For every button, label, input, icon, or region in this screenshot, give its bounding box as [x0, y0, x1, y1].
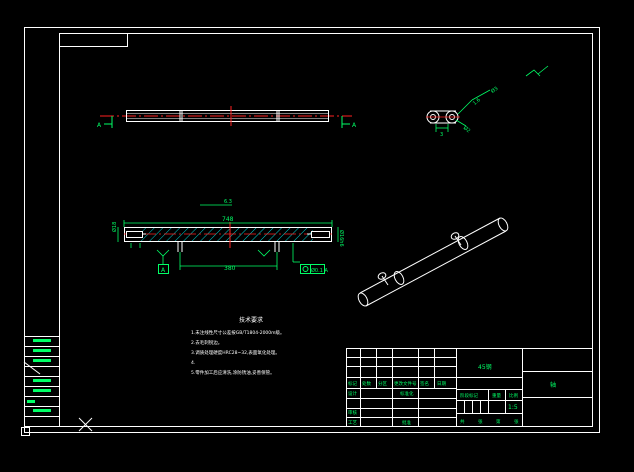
- tolerance-frame: [300, 264, 325, 274]
- title-block-text: 45钢 轴 1:5 标记 处数 分区 更改文件号 签名 日期 设计 审核 工艺 …: [348, 363, 556, 426]
- shaft-outline-front: [126, 110, 329, 122]
- sheet-cell-3: 张: [514, 418, 519, 425]
- left-margin-strip: [23, 336, 60, 427]
- detail-note-2: Ø2: [462, 124, 472, 134]
- std-cell: 标准化: [400, 390, 414, 397]
- header-cell-2: 分区: [378, 380, 387, 387]
- section-cut-label-right: A: [352, 122, 357, 129]
- shaft-outline-section: [124, 227, 332, 242]
- tech-requirement-line-4: 4.: [191, 360, 195, 366]
- tech-requirements: 技术要求 1.未注线性尺寸公差按GB/T1804-2000m级。 2.去毛刺锐边…: [191, 316, 285, 376]
- header-cell-1: 处数: [362, 380, 371, 387]
- dim-left-diameter: Ø18: [111, 222, 118, 232]
- outer-border: [24, 27, 600, 433]
- role-cell-0: 设计: [348, 390, 357, 397]
- shaft-section-hatch: [140, 228, 313, 241]
- section-view: 748 380 Ø18 Ø16h6 6.3 A Ø0.1 A: [111, 199, 345, 274]
- front-view: A A: [97, 106, 357, 129]
- approve-cell: 批准: [402, 419, 411, 426]
- left-margin-labels: [27, 339, 51, 412]
- tech-requirements-title: 技术要求: [239, 316, 263, 324]
- tech-requirement-line-2: 2.去毛刺锐边。: [191, 339, 222, 346]
- dim-overall-length: 748: [222, 216, 234, 223]
- role-cell-2: 工艺: [348, 420, 357, 426]
- sheet-frame: [21, 27, 600, 436]
- tech-requirement-line-1: 1.未注线性尺寸公差按GB/T1804-2000m级。: [191, 329, 285, 336]
- role-cell-1: 审核: [348, 409, 357, 416]
- sheet-cell-2: 第: [496, 418, 501, 425]
- datum-box: [158, 264, 169, 274]
- isometric-view: [357, 217, 509, 307]
- dim-inner-length: 380: [224, 265, 236, 272]
- origin-x-mark-2: [78, 417, 93, 432]
- top-left-code-box: [59, 33, 128, 47]
- detail-view: [426, 65, 549, 132]
- section-cut-label-left: A: [97, 122, 102, 129]
- datum-label: A: [161, 267, 166, 274]
- detail-note-4: Ø3: [489, 85, 499, 95]
- header-cell-3: 更改文件号: [394, 380, 417, 387]
- header-cell-0: 标记: [348, 380, 357, 387]
- sheet-cell-1: 张: [478, 418, 483, 425]
- detail-view-notes: 3 Ø2 1.6 Ø3: [440, 85, 499, 138]
- header-cell-5: 日期: [437, 381, 446, 387]
- detail-note-1: 3: [440, 132, 443, 138]
- weight-cell: 重量: [492, 392, 501, 399]
- roughness-symbol: 6.3: [224, 199, 232, 205]
- scale-cell: 1:5: [508, 404, 518, 411]
- detail-note-3: 1.6: [472, 97, 482, 107]
- corner-origin-box: [21, 427, 30, 436]
- dim-right-diameter: Ø16h6: [338, 230, 345, 247]
- tech-requirement-line-5: 5.零件加工后应清洗,涂防锈油,妥善保管。: [191, 369, 275, 376]
- stage-cell: 阶段标记: [460, 392, 478, 399]
- inner-border: [59, 33, 593, 427]
- title-block: [346, 348, 593, 427]
- material-cell: 45钢: [478, 363, 492, 371]
- part-name-cell: 轴: [550, 381, 556, 389]
- tech-requirement-line-3: 3.调质处理硬度HRC28~32,表面氧化处理。: [191, 349, 280, 356]
- sheet-cell-0: 共: [460, 418, 465, 425]
- header-cell-4: 签名: [420, 380, 429, 387]
- scale-label-cell: 比例: [509, 392, 518, 399]
- tolerance-frame-value: Ø0.1 A: [311, 267, 328, 274]
